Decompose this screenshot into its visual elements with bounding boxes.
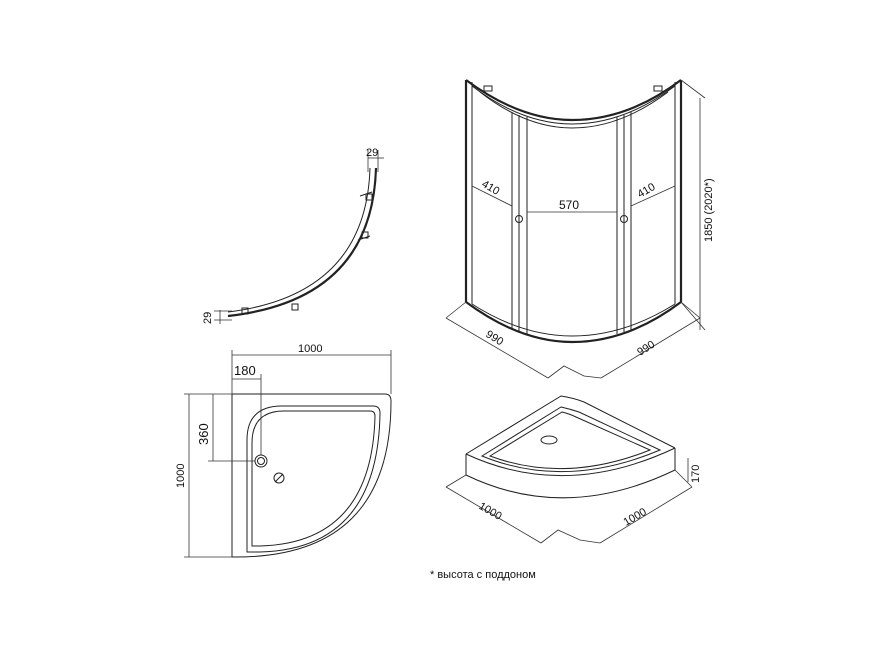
tray-3d-height: 170 — [690, 465, 702, 483]
tray-3d-side-left: 1000 — [477, 500, 504, 523]
enclosure-3d — [445, 79, 706, 379]
tray-plan-height: 1000 — [175, 464, 187, 488]
enclosure-door-left: 410 — [480, 178, 502, 198]
profile-dim-top: 29 — [366, 147, 378, 159]
tray-plan-drain-y: 360 — [196, 423, 211, 445]
enclosure-height: 1850 (2020*) — [703, 178, 715, 242]
tray-3d-side-right: 1000 — [622, 506, 649, 529]
tray-3d — [445, 395, 693, 544]
tray-plan-drain-x: 180 — [234, 363, 256, 378]
enclosure-center: 570 — [559, 198, 579, 212]
profile-dim-left: 29 — [202, 312, 214, 324]
tray-plan — [184, 350, 392, 558]
profile-detail — [214, 150, 384, 324]
enclosure-door-right: 410 — [636, 181, 658, 201]
enclosure-depth-left: 990 — [483, 328, 505, 348]
footnote: * высота с поддоном — [430, 569, 536, 581]
tray-plan-width: 1000 — [298, 343, 322, 355]
